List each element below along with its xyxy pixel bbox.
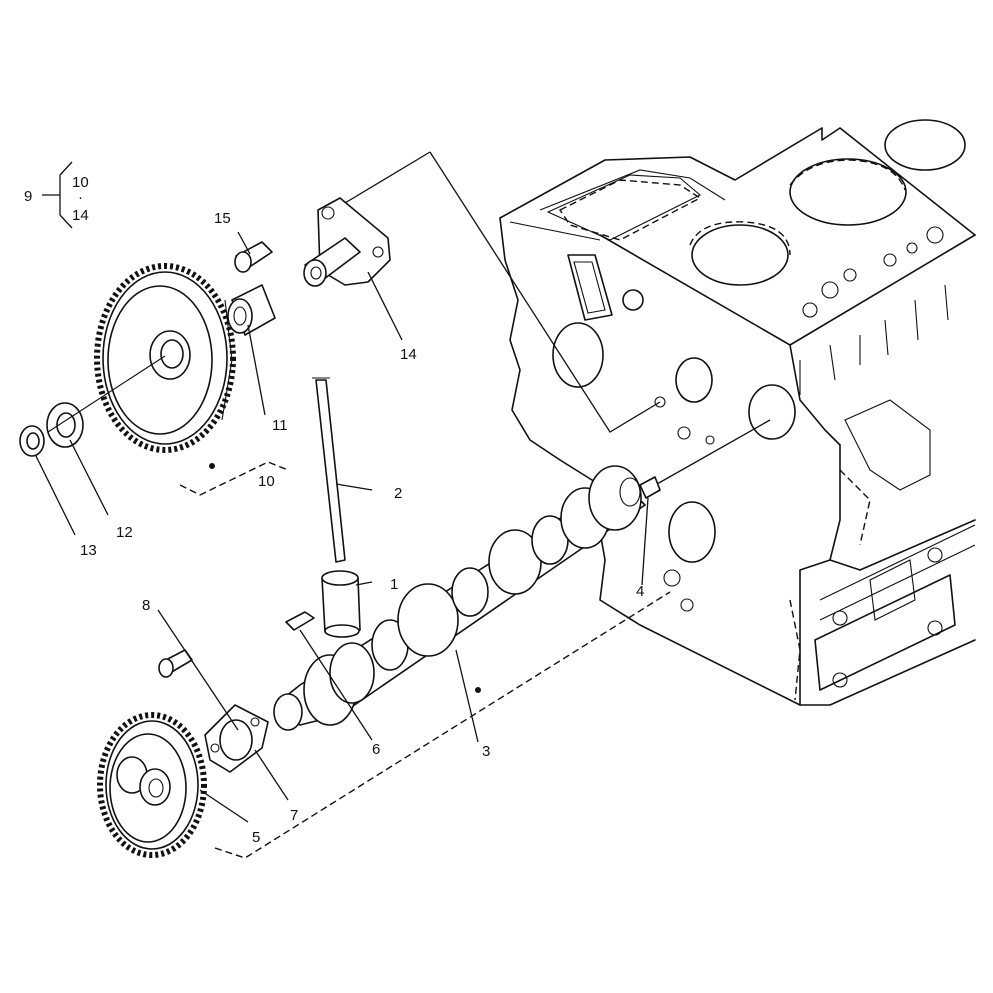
- callout-numbers: 2 1 3 4 5 6 7 8 10 11 12 13 14 15: [80, 210, 644, 846]
- callout-7: 7: [290, 807, 298, 824]
- leader-lines: [35, 231, 649, 823]
- tappet: [321, 570, 361, 638]
- kit-number: 9: [24, 188, 32, 205]
- assembly-guide-lines: [179, 151, 771, 859]
- callout-4: 4: [636, 583, 644, 600]
- thrust-washer: [46, 402, 84, 448]
- plug: [639, 476, 661, 499]
- kit-bracket: 9 10 · 14: [24, 161, 89, 229]
- callout-1: 1: [390, 576, 398, 593]
- callout-5: 5: [252, 829, 260, 846]
- bolt-lower: [158, 649, 193, 678]
- idler-gear-upper: [94, 263, 236, 453]
- gear-axis-line: [47, 355, 166, 433]
- callout-2: 2: [394, 485, 402, 502]
- callout-3: 3: [482, 743, 490, 760]
- kit-range-end: 14: [72, 207, 89, 224]
- camshaft: [273, 465, 646, 731]
- engine-block: [499, 119, 976, 706]
- woodruff-key: [285, 611, 315, 631]
- snap-ring: [19, 425, 45, 457]
- idler-bushing: [227, 284, 276, 336]
- callout-11: 11: [272, 417, 288, 434]
- thrust-plate: [204, 704, 269, 773]
- kit-range-separator: ·: [78, 189, 83, 206]
- callout-8: 8: [142, 597, 150, 614]
- idler-shaft-bracket: [303, 197, 391, 287]
- bolt-upper: [234, 241, 273, 273]
- callout-14: 14: [400, 346, 417, 363]
- callout-15: 15: [214, 210, 231, 227]
- kit-range-start: 10: [72, 174, 89, 191]
- callout-13: 13: [80, 542, 97, 559]
- camshaft-gear: [97, 712, 207, 858]
- callout-6: 6: [372, 741, 380, 758]
- callout-10: 10: [258, 473, 275, 490]
- push-rod: [312, 377, 346, 563]
- callout-12: 12: [116, 524, 133, 541]
